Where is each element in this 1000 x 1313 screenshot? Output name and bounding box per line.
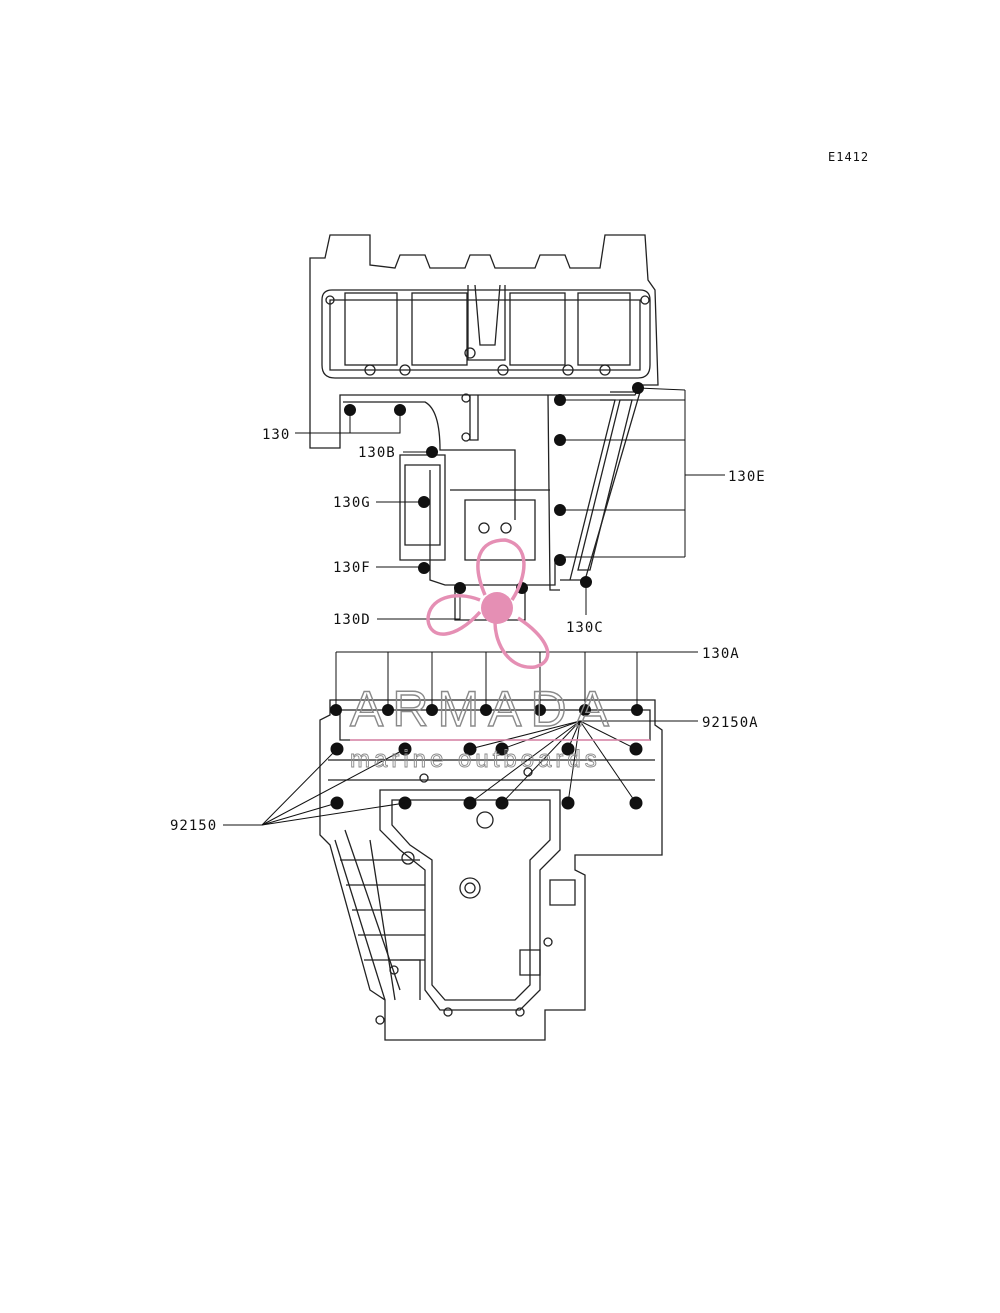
upper-leader-lines (295, 387, 725, 620)
callout-130a: 130A (702, 646, 740, 662)
watermark-brand: ARMADA (350, 681, 618, 737)
propeller-icon (426, 538, 550, 669)
watermark-tagline: marine outboards (350, 746, 601, 773)
callout-130c: 130C (566, 620, 604, 636)
lower-crankcase-drawing (319, 699, 663, 1041)
callout-130d: 130D (333, 612, 371, 628)
callout-130: 130 (262, 427, 290, 443)
watermark: ARMADA marine outboards (349, 538, 650, 773)
callout-130e: 130E (728, 469, 766, 485)
callout-130g: 130G (333, 495, 371, 511)
lower-leader-lines (223, 651, 698, 826)
callout-130f: 130F (333, 560, 371, 576)
callout-92150a: 92150A (702, 715, 759, 731)
callout-labels: 130 130B 130G 130F 130D 130C 130E 130A 9… (170, 427, 766, 834)
callout-92150: 92150 (170, 818, 217, 834)
upper-crankcase-drawing (309, 234, 659, 621)
callout-130b: 130B (358, 445, 396, 461)
diagram-code: E1412 (828, 150, 869, 164)
